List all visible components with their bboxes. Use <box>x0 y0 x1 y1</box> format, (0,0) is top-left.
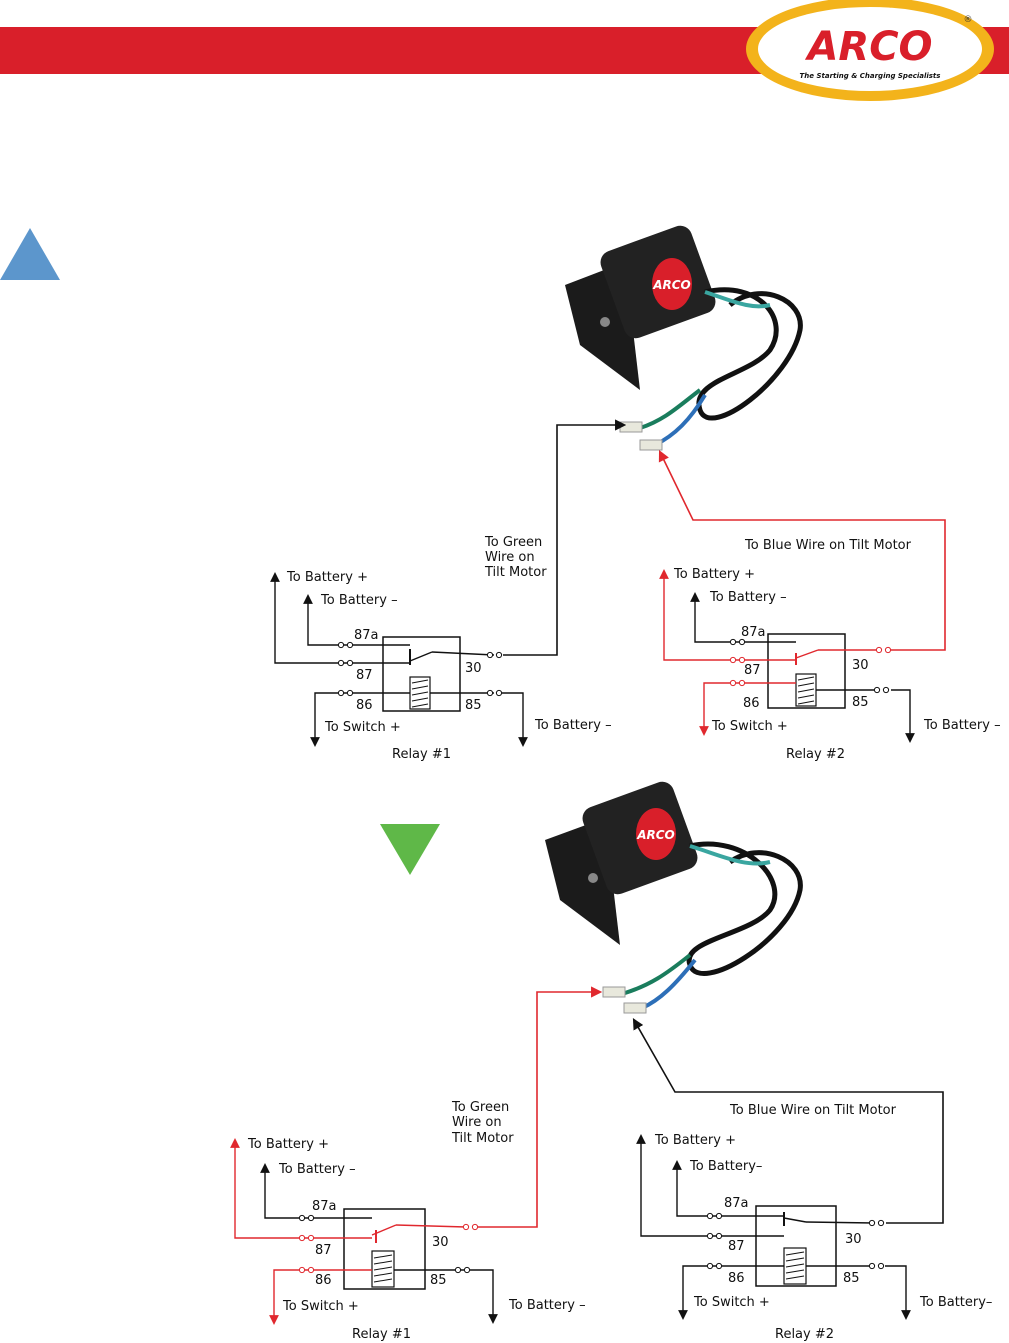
pin-87: 87 <box>744 663 761 678</box>
relay-body <box>343 1208 426 1290</box>
pin-87a: 87a <box>741 625 766 640</box>
down-direction-icon <box>380 824 440 875</box>
green-wire-label-line1: To Green <box>451 1100 509 1115</box>
blue-wire-label: To Blue Wire on Tilt Motor <box>744 538 912 553</box>
battery-pos-label: To Battery + <box>286 570 368 585</box>
battery-neg-85-label: To Battery – <box>534 718 612 733</box>
pin-85: 85 <box>852 695 869 710</box>
pin-87a: 87a <box>354 628 379 643</box>
relay-caption: Relay #2 <box>786 747 845 762</box>
diagram-up: ARCO To Green Wire on Tilt Motor To Blue… <box>270 225 1001 762</box>
diagram-down: ARCO To Green Wire on Tilt Motor To Blue… <box>230 781 992 1342</box>
pin-86: 86 <box>315 1273 332 1288</box>
blue-wire-label: To Blue Wire on Tilt Motor <box>729 1103 897 1118</box>
battery-neg-85-label: To Battery– <box>919 1295 992 1310</box>
pin-87: 87 <box>728 1239 745 1254</box>
relay-caption: Relay #1 <box>352 1327 411 1342</box>
battery-neg-85-label: To Battery – <box>508 1298 586 1313</box>
pin-86: 86 <box>728 1271 745 1286</box>
battery-neg-label: To Battery – <box>709 590 787 605</box>
pin-30: 30 <box>432 1235 449 1250</box>
switch-pos-label: To Switch + <box>282 1299 359 1314</box>
relay-body <box>767 633 846 709</box>
relay-caption: Relay #2 <box>775 1327 834 1342</box>
up-direction-icon <box>0 228 60 280</box>
green-wire-line <box>478 986 603 1228</box>
pin-87: 87 <box>315 1243 332 1258</box>
pin-86: 86 <box>743 696 760 711</box>
relay-body <box>382 636 461 712</box>
motor-logo: ARCO <box>636 828 675 842</box>
tilt-motor-image: ARCO <box>565 225 803 451</box>
relay-body <box>755 1205 837 1287</box>
arco-logo: ARCO ® The Starting & Charging Specialis… <box>746 0 994 101</box>
battery-neg-label: To Battery– <box>689 1159 762 1174</box>
pin-30: 30 <box>845 1232 862 1247</box>
pin-87: 87 <box>356 668 373 683</box>
switch-pos-label: To Switch + <box>711 719 788 734</box>
relay-2-down: 87a 87 86 30 85 To Battery + To Battery–… <box>636 1133 992 1342</box>
battery-neg-85-label: To Battery – <box>923 718 1001 733</box>
green-wire-label-line3: Tilt Motor <box>484 565 547 580</box>
pin-30: 30 <box>852 658 869 673</box>
pin-85: 85 <box>465 698 482 713</box>
pin-87a: 87a <box>312 1199 337 1214</box>
blue-wire-line <box>632 1018 944 1224</box>
green-wire-label-line2: Wire on <box>452 1115 502 1130</box>
pin-85: 85 <box>430 1273 447 1288</box>
blue-wire-line <box>658 449 946 651</box>
motor-logo: ARCO <box>652 278 691 292</box>
green-wire-line <box>503 419 627 656</box>
battery-pos-label: To Battery + <box>654 1133 736 1148</box>
switch-pos-label: To Switch + <box>324 720 401 735</box>
battery-neg-label: To Battery – <box>320 593 398 608</box>
relay-caption: Relay #1 <box>392 747 451 762</box>
logo-registered: ® <box>964 15 973 25</box>
pin-30: 30 <box>465 661 482 676</box>
green-wire-label-line1: To Green <box>484 535 542 550</box>
pin-85: 85 <box>843 1271 860 1286</box>
pin-87a: 87a <box>724 1196 749 1211</box>
battery-pos-label: To Battery + <box>247 1137 329 1152</box>
relay-1-down: 87a 87 86 30 85 To Battery + To Battery … <box>230 1137 586 1342</box>
relay-1-up: 87a 87 86 30 85 To Battery + To Battery … <box>270 570 612 762</box>
tilt-motor-image: ARCO <box>545 781 803 1014</box>
logo-tagline: The Starting & Charging Specialists <box>800 72 941 80</box>
switch-pos-label: To Switch + <box>693 1295 770 1310</box>
logo-brand: ARCO <box>804 24 932 70</box>
pin-86: 86 <box>356 698 373 713</box>
green-wire-label-line2: Wire on <box>485 550 535 565</box>
green-wire-label-line3: Tilt Motor <box>451 1131 514 1146</box>
battery-neg-label: To Battery – <box>278 1162 356 1177</box>
relay-2-up: 87a 87 86 30 85 To Battery + To Battery … <box>659 567 1001 762</box>
battery-pos-label: To Battery + <box>673 567 755 582</box>
